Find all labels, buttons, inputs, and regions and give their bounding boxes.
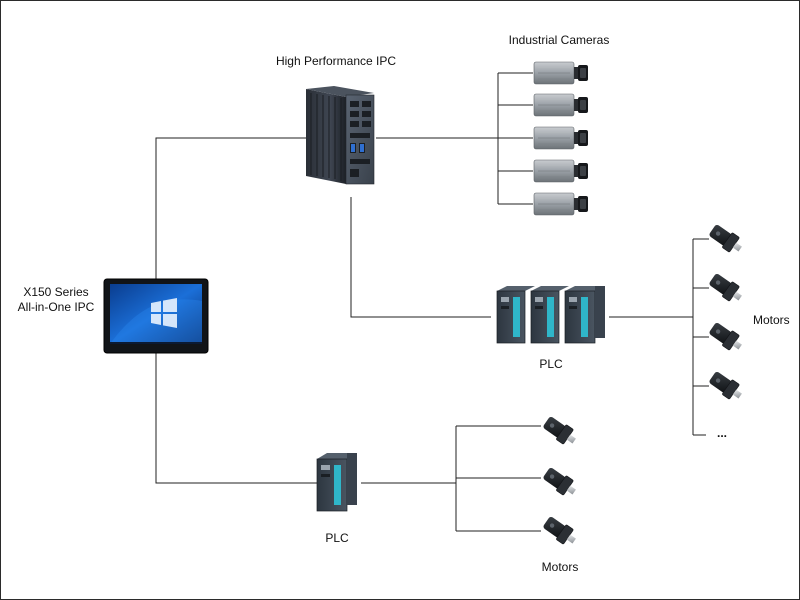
plc-right-device (496, 286, 605, 344)
camera-5 (533, 192, 589, 216)
plc-bottom-device (316, 453, 357, 512)
motor-bottom-3 (540, 513, 580, 549)
wire-aio-to-plc-bottom (155, 353, 317, 484)
hp-ipc-label: High Performance IPC (275, 54, 397, 68)
aio-ipc-label-line1: X150 Series (23, 285, 89, 299)
motor-bottom-2 (540, 464, 580, 500)
windows-logo-icon (151, 298, 177, 328)
hp-ipc-device (306, 86, 375, 185)
motors-bottom-label: Motors (541, 560, 579, 574)
motors-right-label: Motors (753, 313, 790, 327)
aio-ipc-label: X150 Series All-in-One IPC (18, 285, 95, 315)
aio-ipc-device (103, 278, 209, 354)
motor-bottom-1 (540, 413, 580, 449)
plc-bottom-label: PLC (325, 531, 349, 545)
motor-right-1 (706, 221, 746, 257)
motor-right-4 (706, 368, 746, 404)
camera-4 (533, 159, 589, 183)
wire-aio-to-hp-ipc (155, 137, 306, 279)
connection-lines (155, 72, 709, 532)
aio-ipc-label-line2: All-in-One IPC (17, 300, 95, 314)
more-motors-ellipsis: ... (717, 426, 728, 440)
motor-right-2 (706, 270, 746, 306)
plc-right-label: PLC (539, 357, 563, 371)
camera-1 (533, 61, 589, 85)
camera-2 (533, 93, 589, 117)
camera-3 (533, 126, 589, 150)
wire-hp-ipc-to-plc-right (350, 197, 491, 318)
cameras-label: Industrial Cameras (508, 33, 610, 47)
motor-right-3 (706, 319, 746, 355)
